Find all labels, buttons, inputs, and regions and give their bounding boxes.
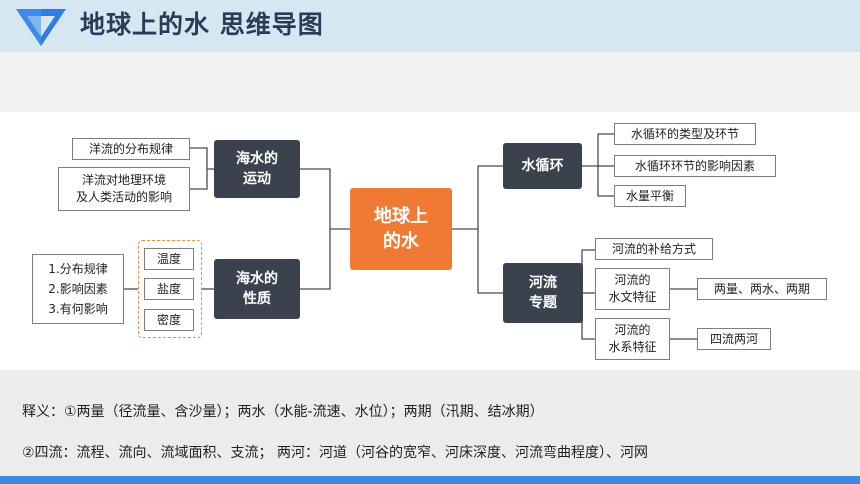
bottom-accent-bar	[0, 476, 860, 484]
page-title: 地球上的水 思维导图	[80, 10, 324, 39]
leaf-density: 密度	[144, 309, 194, 331]
leaf-current-distribution: 洋流的分布规律	[72, 138, 190, 160]
leaf-water-system-detail: 四流两河	[697, 328, 771, 350]
leaf-salinity: 盐度	[144, 278, 194, 300]
leaf-cycle-factors: 水循环环节的影响因素	[614, 155, 776, 177]
triangle-logo-icon	[16, 9, 66, 46]
header-bar: 地球上的水 思维导图	[0, 0, 860, 52]
leaf-current-impact: 洋流对地理环境 及人类活动的影响	[58, 167, 190, 211]
explanation-panel: 释义：①两量（径流量、含沙量）；两水（水能-流速、水位）；两期（汛期、结冰期） …	[0, 370, 860, 484]
branch-seawater-motion: 海水的 运动	[214, 140, 300, 198]
leaf-water-balance: 水量平衡	[614, 185, 686, 207]
center-node: 地球上 的水	[350, 188, 452, 270]
leaf-temperature: 温度	[144, 248, 194, 270]
leaf-hydrological-features: 河流的 水文特征	[595, 268, 670, 310]
properties-group	[138, 240, 202, 338]
properties-note: 1.分布规律 2.影响因素 3.有何影响	[32, 254, 124, 324]
branch-river-topic: 河流 专题	[503, 263, 583, 323]
leaf-cycle-types: 水循环的类型及环节	[614, 123, 756, 145]
leaf-hydrological-detail: 两量、两水、两期	[697, 278, 827, 300]
leaf-river-recharge: 河流的补给方式	[595, 238, 713, 260]
branch-water-cycle: 水循环	[503, 143, 582, 189]
explanation-line-2: ②四流：流程、流向、流域面积、支流； 两河：河道（河谷的宽窄、河床深度、河流弯曲…	[22, 445, 648, 461]
header-band	[0, 52, 860, 112]
leaf-water-system-features: 河流的 水系特征	[595, 318, 670, 360]
explanation-line-1: 释义：①两量（径流量、含沙量）；两水（水能-流速、水位）；两期（汛期、结冰期）	[22, 404, 544, 420]
branch-seawater-properties: 海水的 性质	[214, 259, 300, 319]
